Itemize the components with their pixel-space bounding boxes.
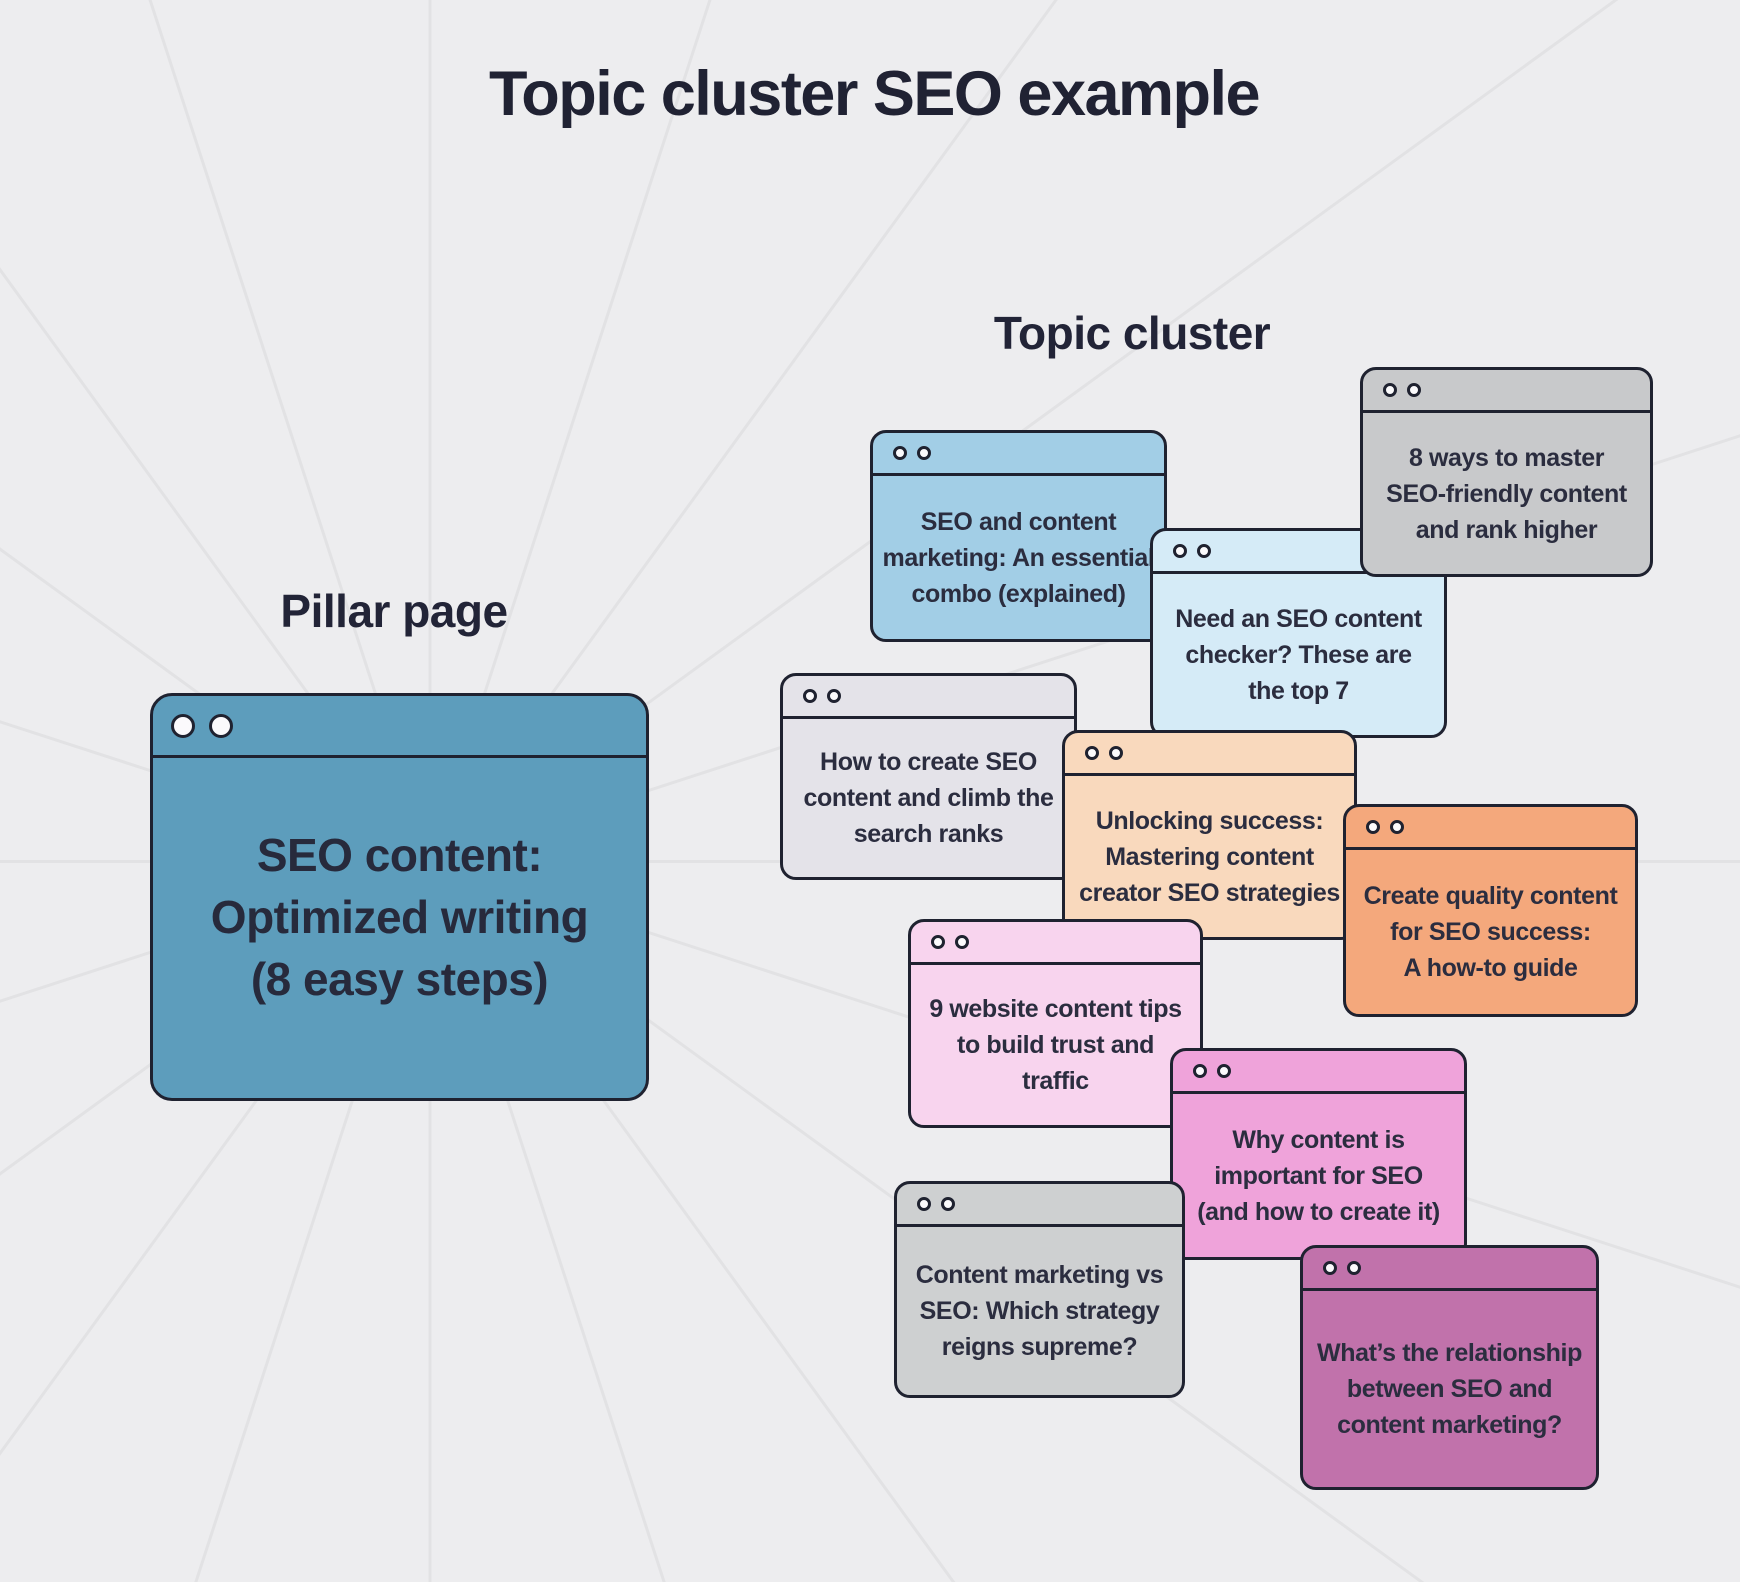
- window-titlebar: [1303, 1248, 1596, 1291]
- window-body: Unlocking success: Mastering content cre…: [1065, 776, 1354, 937]
- window-body: Create quality content for SEO success: …: [1346, 850, 1635, 1014]
- window-dot-icon: [1366, 820, 1380, 834]
- cluster-card-create-quality-content[interactable]: Create quality content for SEO success: …: [1343, 804, 1638, 1017]
- cluster-card-title: What’s the relationship between SEO and …: [1317, 1339, 1582, 1439]
- window-dot-icon: [955, 935, 969, 949]
- cluster-card-title: Need an SEO content checker? These are t…: [1175, 604, 1422, 705]
- window-dot-icon: [1197, 544, 1211, 558]
- window-body: Need an SEO content checker? These are t…: [1153, 574, 1444, 735]
- window-body: 8 ways to master SEO-friendly content an…: [1363, 413, 1650, 574]
- window-dot-icon: [1085, 746, 1099, 760]
- window-titlebar: [1363, 370, 1650, 413]
- window-dot-icon: [209, 713, 233, 738]
- window-body: Why content is important for SEO (and ho…: [1173, 1094, 1464, 1257]
- window-body: Content marketing vs SEO: Which strategy…: [897, 1227, 1182, 1395]
- window-dot-icon: [827, 689, 841, 703]
- cluster-card-title: Create quality content for SEO success: …: [1363, 882, 1618, 982]
- window-dot-icon: [1347, 1261, 1361, 1275]
- cluster-card-title: 9 website content tips to build trust an…: [929, 995, 1182, 1095]
- pillar-page-label: Pillar page: [280, 585, 508, 637]
- cluster-card-seo-and-content-marketing[interactable]: SEO and content marketing: An essential …: [870, 430, 1167, 642]
- window-body: SEO content: Optimized writing (8 easy s…: [153, 758, 646, 1098]
- window-dot-icon: [1173, 544, 1187, 558]
- window-dot-icon: [1383, 383, 1397, 397]
- window-titlebar: [1173, 1051, 1464, 1094]
- window-body: What’s the relationship between SEO and …: [1303, 1291, 1596, 1487]
- cluster-card-title: Unlocking success: Mastering content cre…: [1079, 806, 1340, 907]
- window-dot-icon: [931, 935, 945, 949]
- window-titlebar: [873, 433, 1164, 476]
- cluster-card-how-to-create-seo-content[interactable]: How to create SEO content and climb the …: [780, 673, 1077, 880]
- cluster-card-content-marketing-vs-seo[interactable]: Content marketing vs SEO: Which strategy…: [894, 1181, 1185, 1398]
- window-dot-icon: [1407, 383, 1421, 397]
- window-dot-icon: [1193, 1064, 1207, 1078]
- cluster-card-why-content-is-important-for-seo[interactable]: Why content is important for SEO (and ho…: [1170, 1048, 1467, 1260]
- window-dot-icon: [893, 446, 907, 460]
- window-dot-icon: [917, 446, 931, 460]
- window-dot-icon: [171, 713, 195, 738]
- window-titlebar: [897, 1184, 1182, 1227]
- cluster-card-unlocking-success-mastering-content[interactable]: Unlocking success: Mastering content cre…: [1062, 730, 1357, 940]
- pillar-card-title: SEO content: Optimized writing (8 easy s…: [210, 829, 589, 1005]
- cluster-card-title: 8 ways to master SEO-friendly content an…: [1386, 443, 1627, 544]
- cluster-card-whats-the-relationship-between-seo[interactable]: What’s the relationship between SEO and …: [1300, 1245, 1599, 1490]
- window-titlebar: [911, 922, 1200, 965]
- topic-cluster-label: Topic cluster: [993, 307, 1271, 359]
- window-dot-icon: [917, 1197, 931, 1211]
- window-body: How to create SEO content and climb the …: [783, 719, 1074, 877]
- window-dot-icon: [1109, 746, 1123, 760]
- window-dot-icon: [803, 689, 817, 703]
- window-titlebar: [783, 676, 1074, 719]
- cluster-card-8-ways-to-master-seo-friendly-content[interactable]: 8 ways to master SEO-friendly content an…: [1360, 367, 1653, 577]
- window-dot-icon: [1217, 1064, 1231, 1078]
- window-dot-icon: [941, 1197, 955, 1211]
- cluster-card-title: Why content is important for SEO (and ho…: [1197, 1125, 1440, 1226]
- cluster-card-title: How to create SEO content and climb the …: [803, 748, 1054, 848]
- window-titlebar: [153, 696, 646, 758]
- window-dot-icon: [1323, 1261, 1337, 1275]
- page-title: Topic cluster SEO example: [488, 59, 1261, 129]
- window-body: SEO and content marketing: An essential …: [873, 476, 1164, 639]
- window-titlebar: [1065, 733, 1354, 776]
- pillar-page-card[interactable]: SEO content: Optimized writing (8 easy s…: [150, 693, 649, 1101]
- window-titlebar: [1346, 807, 1635, 850]
- cluster-card-title: Content marketing vs SEO: Which strategy…: [915, 1261, 1164, 1361]
- cluster-card-9-website-content-tips[interactable]: 9 website content tips to build trust an…: [908, 919, 1203, 1128]
- window-titlebar: [1153, 531, 1444, 574]
- cluster-card-title: SEO and content marketing: An essential …: [882, 507, 1155, 608]
- window-body: 9 website content tips to build trust an…: [911, 965, 1200, 1125]
- window-dot-icon: [1390, 820, 1404, 834]
